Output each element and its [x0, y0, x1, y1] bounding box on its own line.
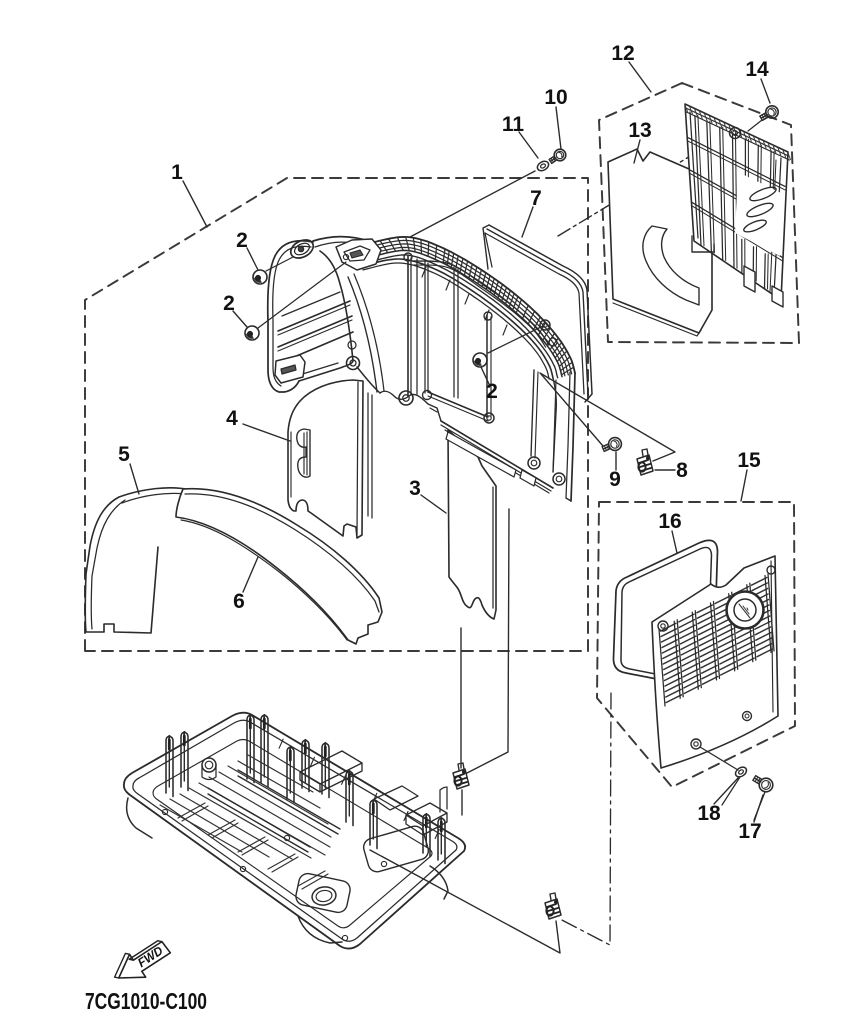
svg-text:17: 17 [738, 820, 761, 843]
svg-text:9: 9 [609, 468, 621, 491]
svg-text:10: 10 [544, 86, 567, 109]
svg-text:4: 4 [226, 407, 238, 430]
svg-text:15: 15 [737, 449, 761, 472]
svg-text:14: 14 [745, 58, 769, 81]
svg-text:6: 6 [233, 590, 245, 613]
svg-text:16: 16 [658, 510, 681, 533]
svg-text:11: 11 [502, 113, 525, 136]
svg-text:2: 2 [486, 380, 498, 403]
svg-text:2: 2 [236, 229, 248, 252]
svg-text:8: 8 [676, 459, 688, 482]
svg-text:2: 2 [223, 292, 235, 315]
svg-text:5: 5 [118, 443, 130, 466]
svg-text:7: 7 [530, 187, 542, 210]
svg-text:18: 18 [697, 802, 721, 825]
svg-text:12: 12 [611, 42, 634, 65]
svg-text:3: 3 [409, 477, 421, 500]
svg-text:13: 13 [628, 119, 651, 142]
svg-text:1: 1 [171, 161, 183, 184]
svg-text:7CG1010-C100: 7CG1010-C100 [85, 988, 207, 1014]
